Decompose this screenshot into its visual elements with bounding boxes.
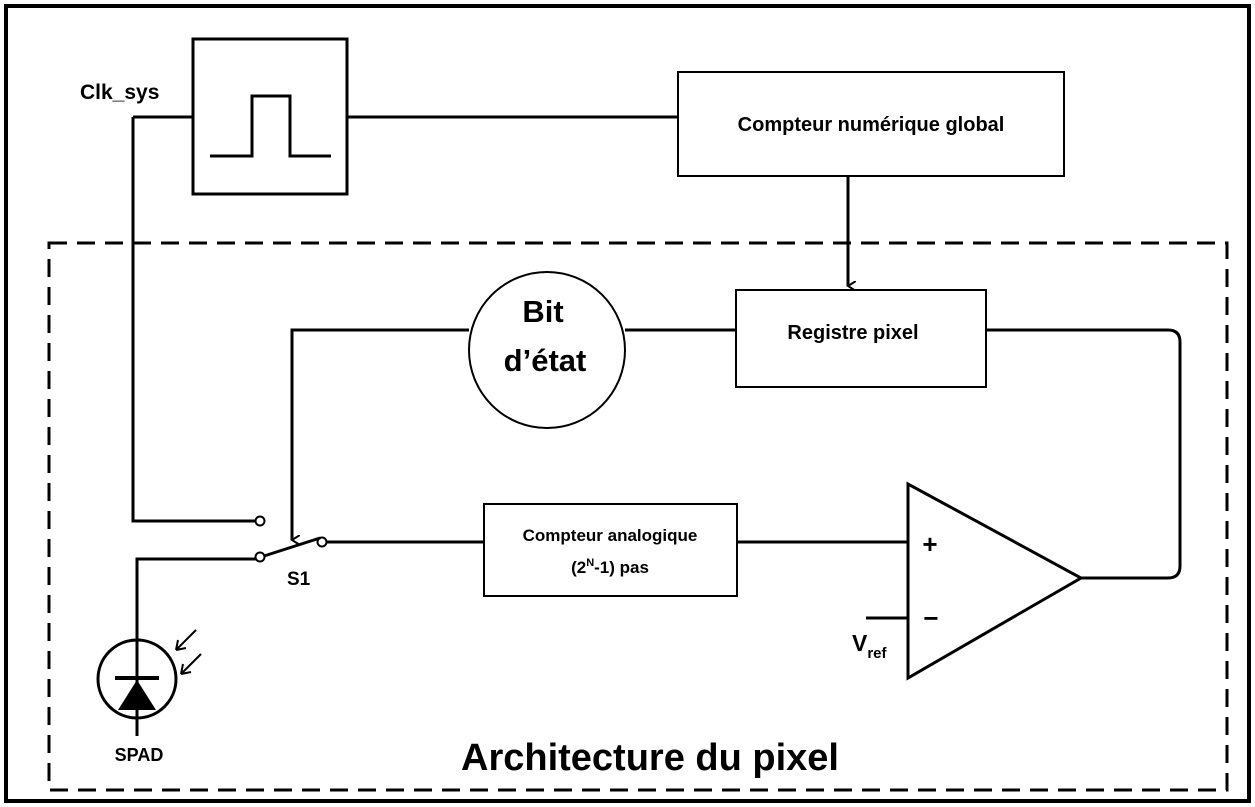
comparator-feedback-wire (986, 328, 1182, 580)
clock-generator-box (191, 37, 349, 196)
clk-sys-label: Clk_sys (80, 81, 159, 104)
analog-counter-box (483, 503, 738, 597)
switch-common-contact (254, 551, 266, 563)
pixel-register-box (735, 289, 987, 388)
clock-pulse-icon (210, 94, 331, 158)
vref-label: Vref (852, 630, 888, 662)
state-bit-to-switch-wire (292, 328, 469, 540)
global-counter-label: Compteur numérique global (738, 114, 1005, 136)
photon-arrow-1-icon (175, 629, 197, 651)
comparator-plus-sign: + (922, 529, 937, 559)
photon-arrow-2-icon (180, 653, 202, 675)
pixel-architecture-title: Architecture du pixel (461, 737, 839, 779)
analog-counter-label-line1: Compteur analogique (523, 526, 698, 545)
switch-label: S1 (287, 569, 311, 590)
clk-sys-down-wire (131, 117, 255, 523)
state-bit-circle (468, 271, 626, 429)
analog-counter-label-line2: (2N-1) pas (571, 557, 649, 577)
switch-blade (263, 536, 321, 558)
spad-diode-icon (118, 680, 156, 710)
comparator-minus-sign: − (923, 603, 938, 633)
pixel-register-label: Registre pixel (787, 322, 918, 344)
switch-clk-contact (254, 515, 266, 527)
state-bit-label-line2: d’état (504, 343, 587, 378)
switch-to-spad-wire (135, 557, 256, 640)
pixel-boundary-dashed (47, 241, 1229, 792)
global-counter-box (677, 71, 1065, 177)
comparator-triangle (906, 481, 1085, 681)
state-bit-label-line1: Bit (522, 294, 563, 329)
outer-frame (4, 4, 1251, 803)
switch-output-contact (316, 536, 328, 548)
spad-label: SPAD (115, 745, 164, 765)
